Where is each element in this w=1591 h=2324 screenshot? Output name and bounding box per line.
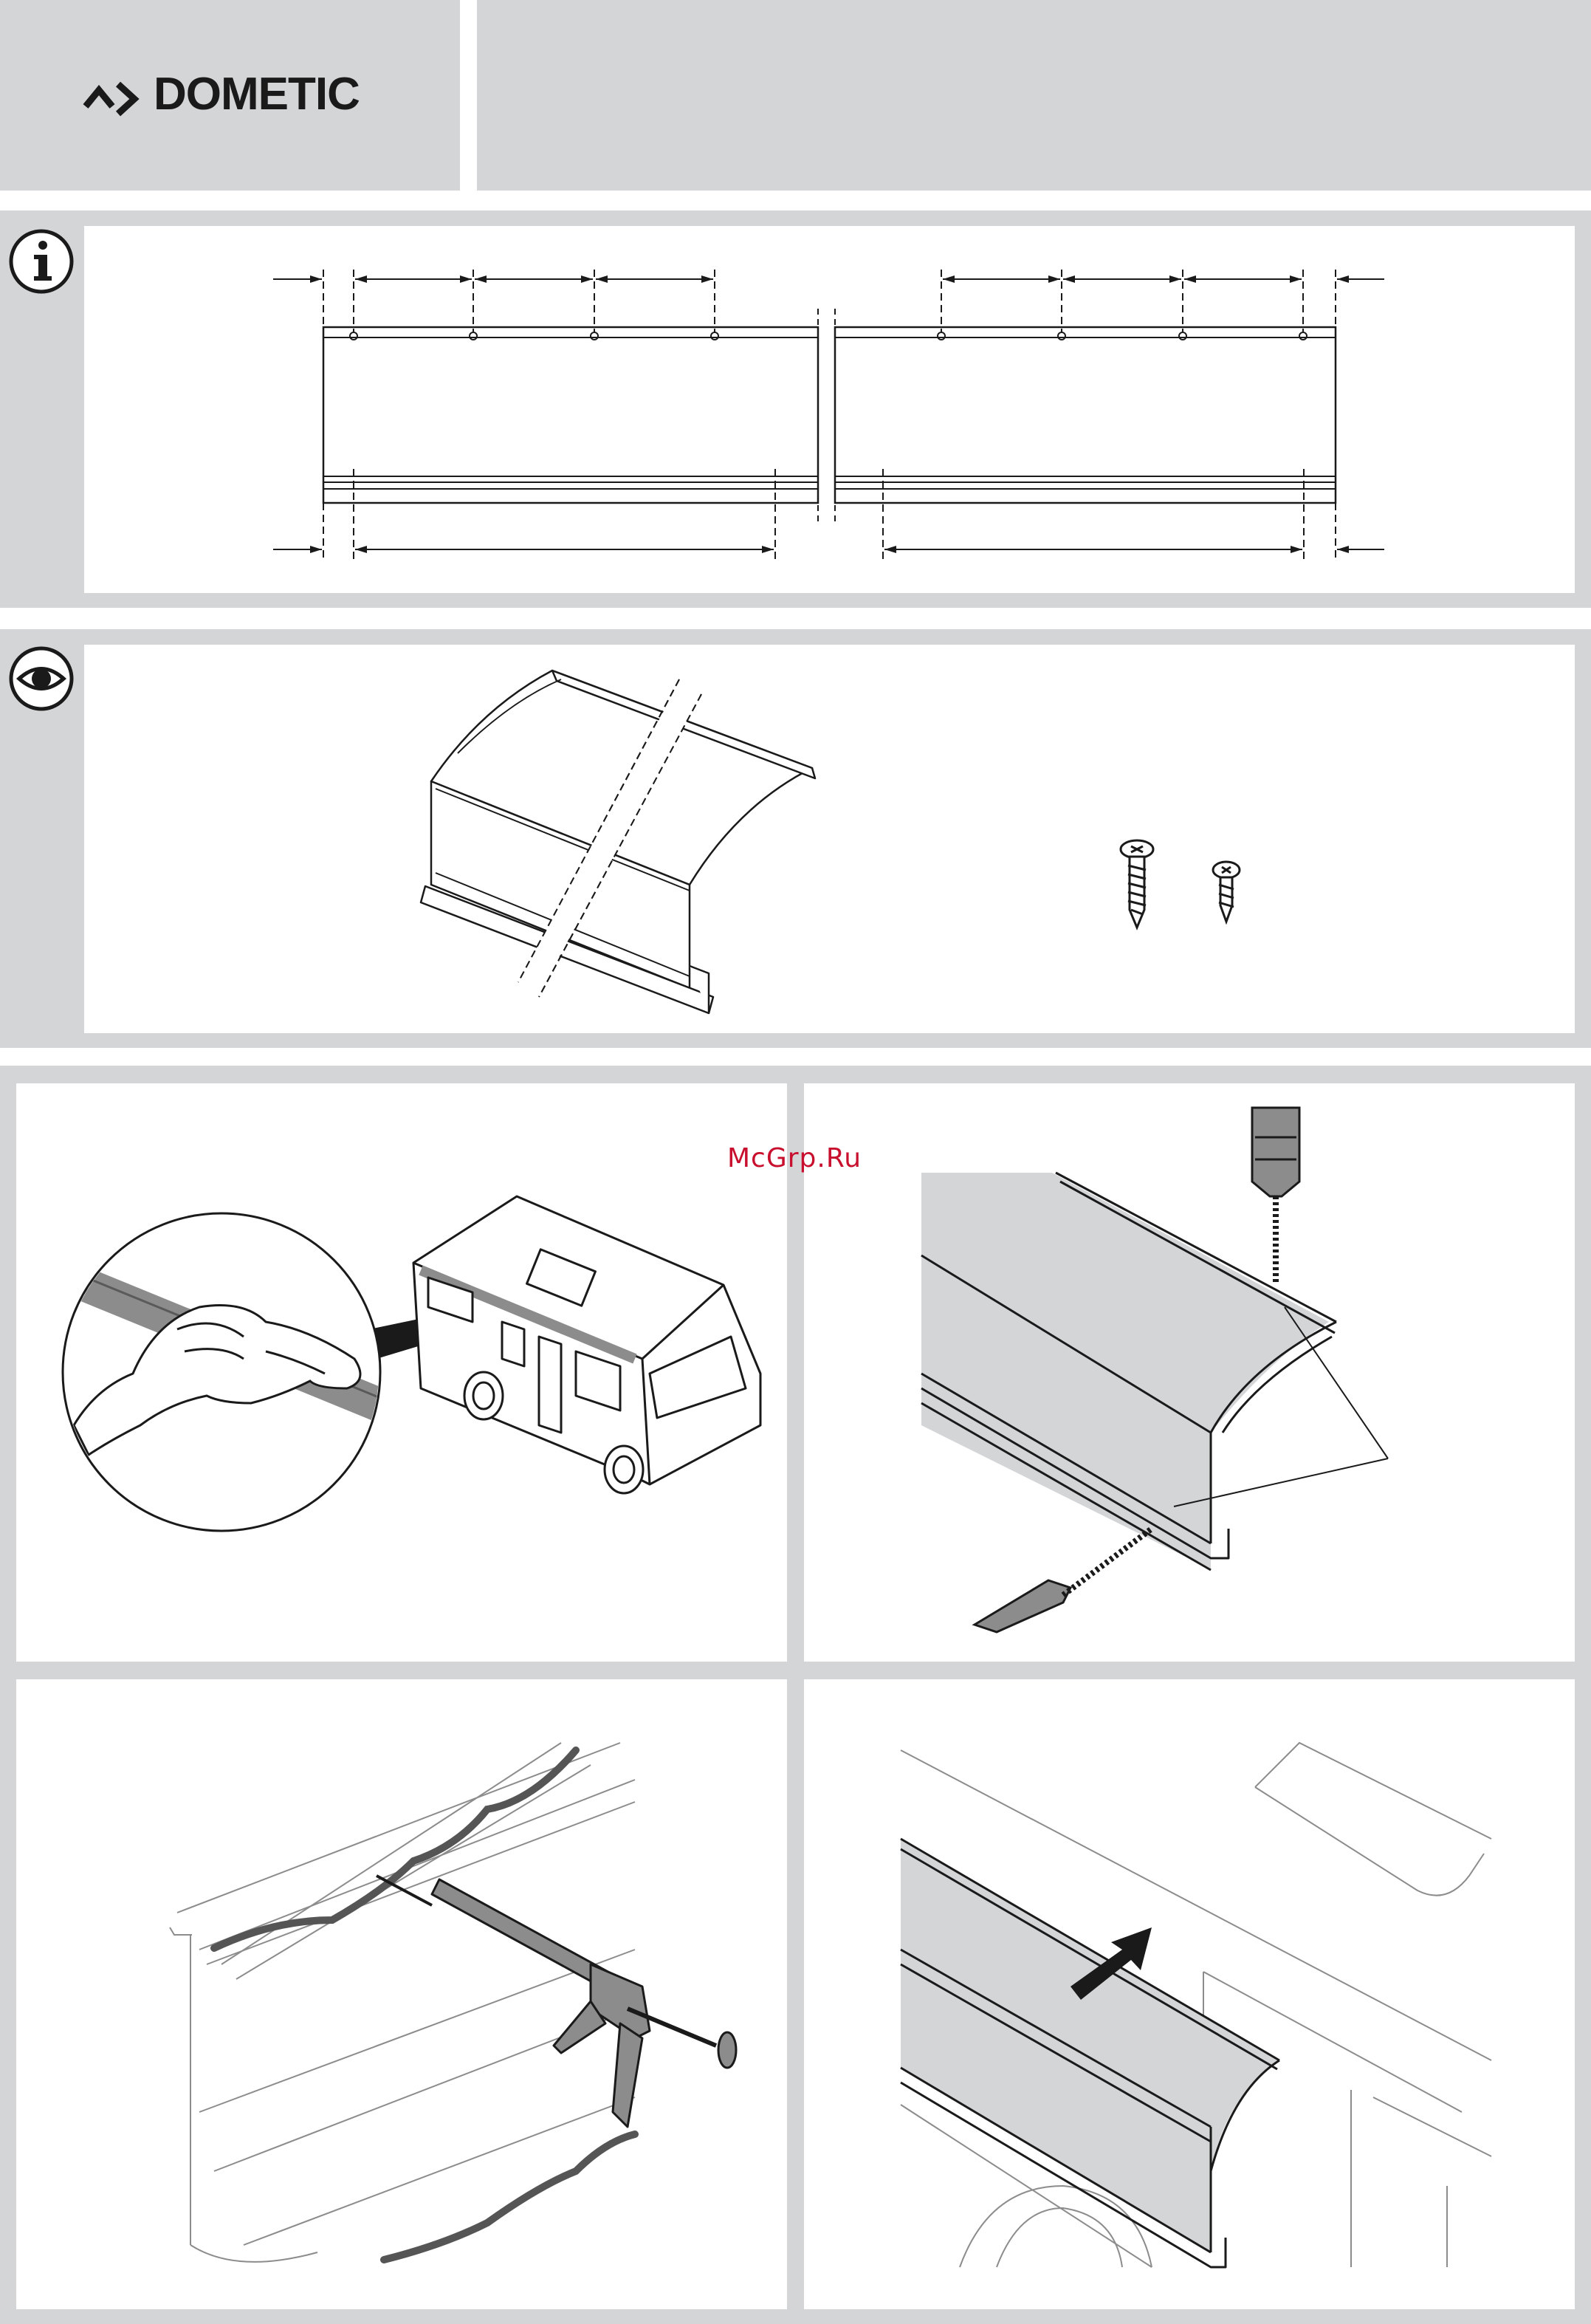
watermark-text: McGrp.Ru	[727, 1143, 862, 1173]
